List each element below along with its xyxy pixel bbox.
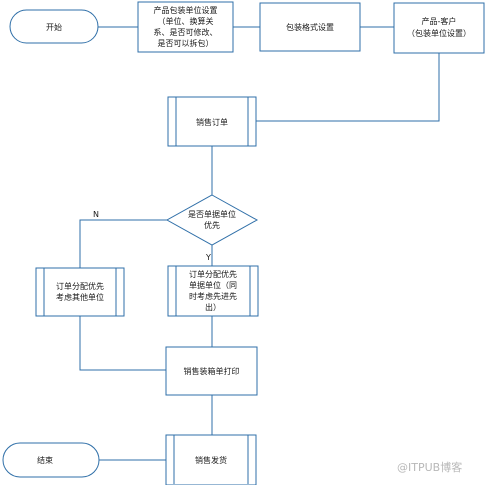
node-sales-shipping: 销售发货 xyxy=(165,434,257,485)
node-product-customer: 产品-客户 （包装单位设置） xyxy=(393,2,485,54)
node-start-label: 开始 xyxy=(46,22,62,32)
node-sales-order: 销售订单 xyxy=(167,96,257,147)
sales-order-label: 销售订单 xyxy=(196,117,228,127)
alloc-doc-line-1: 订单分配优先 xyxy=(189,269,237,279)
node-pack-format-setup: 包装格式设置 xyxy=(259,2,361,52)
node-alloc-other-units: 订单分配优先 考虑其他单位 xyxy=(35,267,125,317)
node-alloc-doc-unit: 订单分配优先 单据单位（同 时考虑先进先 出） xyxy=(167,265,259,317)
product-pack-line-2: （单位、换算关 xyxy=(158,16,214,26)
edge-customer-to-order xyxy=(256,53,440,122)
product-pack-line-4: 是否可以拆包） xyxy=(158,38,214,48)
node-end: 结束 xyxy=(2,442,100,478)
decision-line-2: 优先 xyxy=(204,220,220,230)
pack-format-label: 包装格式设置 xyxy=(286,22,334,32)
product-customer-line-1: 产品-客户 xyxy=(422,16,457,26)
connectors xyxy=(79,26,440,461)
edge-label-yes: Y xyxy=(205,253,211,262)
alloc-doc-line-3: 时考虑先进先 xyxy=(189,291,237,301)
node-product-pack-setup: 产品包装单位设置 （单位、换算关 系、是否可修改、 是否可以拆包） xyxy=(137,1,234,53)
alloc-doc-line-2: 单据单位（同 xyxy=(189,280,237,290)
node-end-label: 结束 xyxy=(37,455,53,465)
sales-shipping-label: 销售发货 xyxy=(195,455,227,465)
alloc-doc-line-4: 出） xyxy=(205,302,221,312)
node-decision-single-unit: 是否单据单位 优先 xyxy=(165,194,259,246)
watermark-text: @ITPUB博客 xyxy=(397,460,462,474)
product-pack-line-3: 系、是否可修改、 xyxy=(154,27,218,37)
edge-label-no: N xyxy=(93,210,99,219)
product-pack-line-1: 产品包装单位设置 xyxy=(154,5,218,15)
product-customer-line-2: （包装单位设置） xyxy=(407,28,471,38)
alloc-other-line-2: 考虑其他单位 xyxy=(56,292,104,302)
node-print-pack-list: 销售装箱单打印 xyxy=(165,346,258,396)
print-pack-list-label: 销售装箱单打印 xyxy=(184,366,240,376)
node-start: 开始 xyxy=(9,9,99,44)
edge-other-units-to-print xyxy=(79,316,166,371)
decision-line-1: 是否单据单位 xyxy=(188,209,236,219)
edge-decision-no-branch xyxy=(79,219,167,268)
alloc-other-line-1: 订单分配优先 xyxy=(56,281,104,291)
